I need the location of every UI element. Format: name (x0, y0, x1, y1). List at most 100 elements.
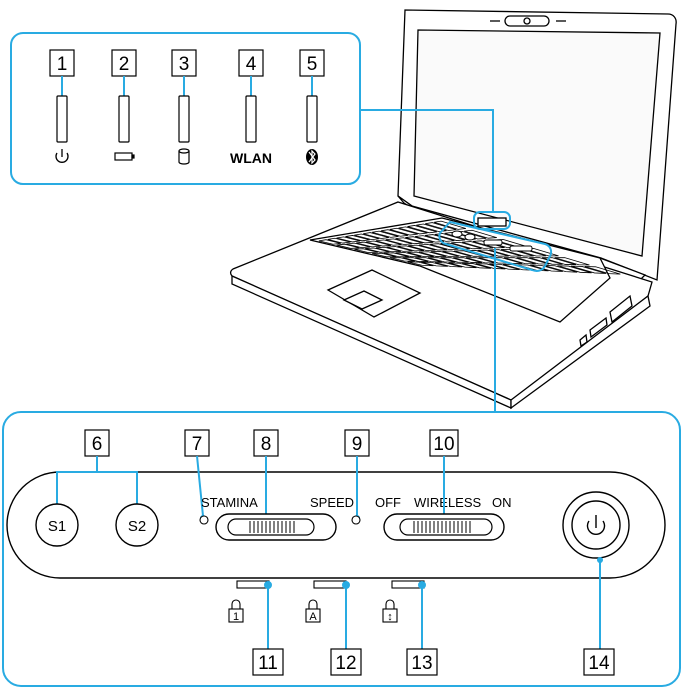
keyboard-key (416, 223, 447, 233)
keyboard-key (464, 229, 497, 239)
keyboard-key (383, 252, 409, 258)
keyboard-key (318, 239, 341, 245)
keyboard-key (407, 251, 434, 258)
keyboard-key (430, 250, 459, 257)
keyboard-key (395, 252, 422, 258)
keyboard-key (356, 241, 381, 248)
keyboard-key (425, 222, 457, 231)
off-label: OFF (375, 495, 401, 510)
svg-text:11: 11 (258, 653, 278, 674)
hard-disk-icon (178, 148, 190, 165)
keyboard-key (472, 240, 505, 249)
top-connector-line (359, 109, 494, 212)
wlan-led (245, 95, 257, 143)
keyboard-key (354, 233, 380, 241)
power-button[interactable] (562, 491, 630, 559)
svg-text:12: 12 (335, 653, 356, 674)
keyboard-key (354, 248, 378, 254)
keyboard-key (440, 257, 469, 263)
keyboard-key (418, 251, 447, 257)
callout-2: 2 (111, 49, 137, 77)
callout-7: 7 (184, 429, 210, 457)
keyboard-key (402, 257, 429, 262)
battery-icon (114, 152, 135, 161)
front-panel-outline (6, 471, 666, 579)
speed-label: SPEED (310, 495, 354, 510)
callout-11: 11 (252, 648, 284, 676)
keyboard-key (429, 243, 459, 251)
keyboard-key (386, 246, 413, 252)
keyboard-key (451, 241, 482, 250)
keyboard-key (405, 236, 434, 244)
keyboard-key (407, 261, 434, 267)
svg-text:14: 14 (588, 653, 610, 674)
callout-9: 9 (344, 429, 370, 457)
keyboard-key (365, 240, 392, 247)
power-icon (55, 149, 69, 163)
keyboard-key (345, 235, 370, 242)
keyboard-key (371, 230, 399, 238)
callout-4: 4 (238, 49, 264, 77)
keyboard-key (442, 250, 472, 257)
s1-button[interactable]: S1 (35, 503, 79, 547)
svg-text:A: A (309, 611, 317, 623)
callout-2-number: 2 (119, 54, 130, 75)
keyboard-key (571, 265, 607, 274)
svg-text:6: 6 (92, 434, 103, 455)
wlan-label: WLAN (230, 150, 272, 166)
keyboard-key (346, 242, 370, 249)
keyboard-key (365, 247, 390, 253)
callout-1: 1 (49, 49, 75, 77)
keyboard-key (372, 252, 397, 258)
callout-5: 5 (299, 49, 325, 77)
performance-selector-switch[interactable] (215, 513, 337, 541)
svg-text:10: 10 (433, 434, 454, 455)
keyboard-key (530, 264, 563, 272)
keyboard-key (475, 263, 506, 270)
keyboard-key (557, 265, 592, 274)
laptop-illustration (229, 9, 677, 410)
keyboard-key (385, 238, 413, 245)
keyboard-key (503, 257, 536, 265)
callout-10: 10 (429, 429, 459, 457)
keyboard-key (584, 266, 621, 275)
callout-4-number: 4 (246, 54, 257, 75)
keyboard-key (489, 263, 520, 271)
hard-disk-led (178, 95, 190, 143)
svg-text:9: 9 (352, 434, 363, 455)
keyboard-key (500, 248, 534, 257)
keyboard-key (433, 220, 466, 230)
keyboard-key (453, 257, 483, 264)
wireless-label: WIRELESS (414, 495, 482, 510)
wireless-switch[interactable] (383, 513, 505, 541)
s2-label: S2 (128, 518, 146, 535)
s2-button[interactable]: S2 (115, 503, 159, 547)
keyboard-key (389, 257, 415, 262)
power-led (56, 95, 68, 143)
callout-13: 13 (406, 648, 438, 676)
callout-3-number: 3 (179, 54, 190, 75)
svg-text:8: 8 (261, 434, 272, 455)
caps-lock-icon: A (305, 599, 321, 623)
keyboard-key (516, 257, 550, 265)
keyboard-key (375, 246, 401, 253)
keyboard-key (444, 232, 476, 241)
keyboard-key (427, 257, 456, 263)
keyboard-key (461, 241, 494, 249)
keyboard-key (336, 243, 360, 249)
keyboard-key (363, 232, 389, 239)
keyboard-key (462, 262, 492, 269)
on-label: ON (492, 495, 512, 510)
stamina-led (199, 515, 209, 525)
keyboard-key (395, 237, 423, 245)
keyboard-key (448, 262, 477, 269)
callout-14: 14 (583, 648, 615, 676)
bottom-switch-panel: 6 S1 S2 7 STAMINA SPEED 8 (2, 411, 681, 687)
keyboard-key (407, 225, 438, 234)
keyboard-key (415, 235, 444, 243)
caps-lock-led (313, 580, 347, 589)
num-lock-icon: 1 (228, 599, 244, 623)
callout-8: 8 (253, 429, 279, 457)
svg-text:7: 7 (192, 434, 203, 455)
